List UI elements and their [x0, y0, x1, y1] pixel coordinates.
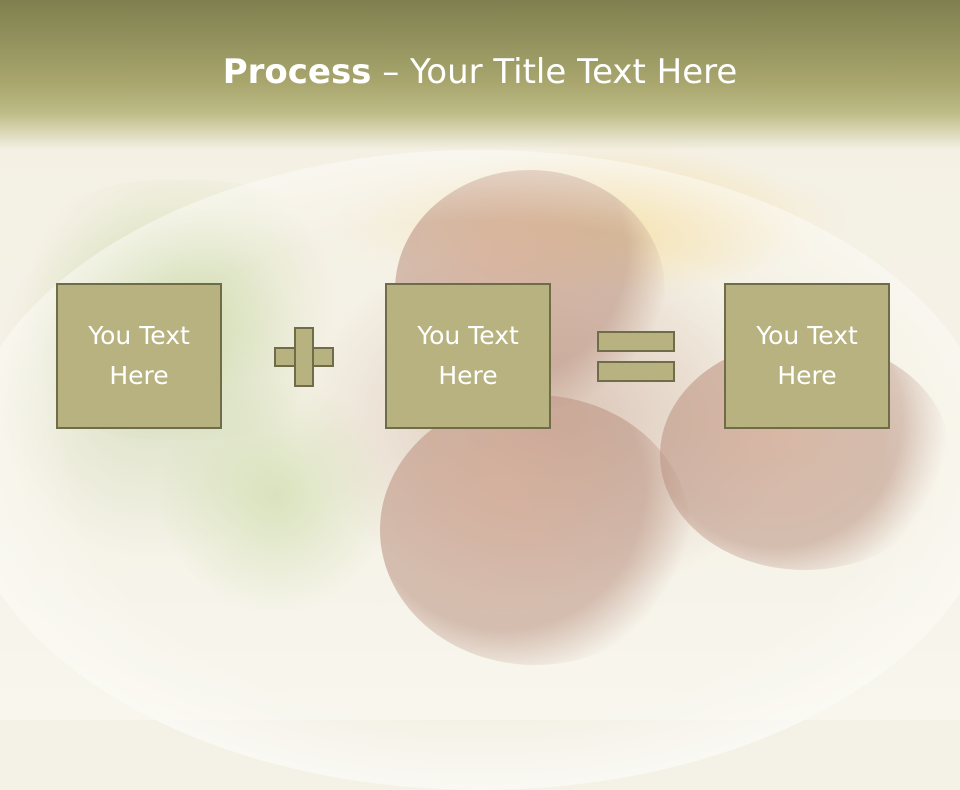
box-text-line2: Here	[777, 361, 837, 390]
process-box-3[interactable]: You Text Here	[724, 283, 890, 429]
title-bold-part: Process	[222, 52, 372, 92]
box-text-line2: Here	[109, 361, 169, 390]
box-text-line1: You Text	[88, 321, 190, 350]
process-box-1[interactable]: You Text Here	[56, 283, 222, 429]
title-band	[0, 0, 960, 150]
plate-rim	[0, 150, 960, 790]
box-text-line2: Here	[438, 361, 498, 390]
title-rest-part: – Your Title Text Here	[371, 52, 738, 92]
process-box-2[interactable]: You Text Here	[385, 283, 551, 429]
slide-title[interactable]: Process – Your Title Text Here	[0, 52, 960, 92]
plus-icon	[274, 327, 334, 387]
equals-icon	[597, 331, 677, 385]
box-text-line1: You Text	[756, 321, 858, 350]
box-text-line1: You Text	[417, 321, 519, 350]
